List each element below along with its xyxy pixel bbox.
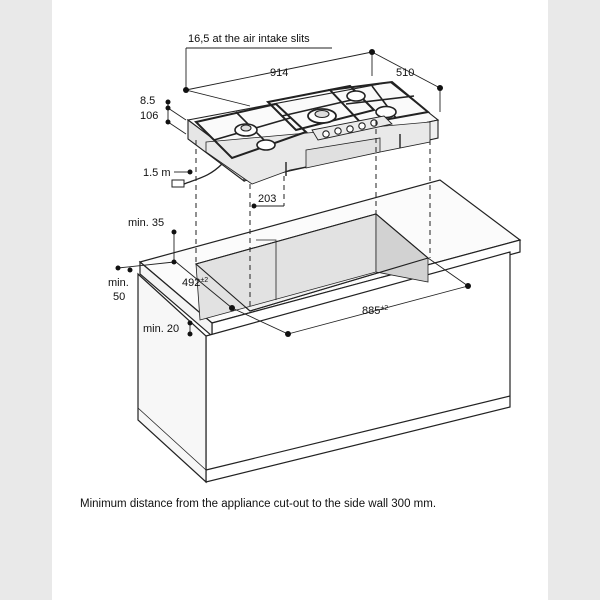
control-knob bbox=[334, 127, 342, 135]
gas-hob bbox=[186, 80, 440, 185]
control-knob bbox=[346, 125, 354, 133]
dim-min50-line bbox=[117, 261, 175, 269]
label-min-50-line1: min. bbox=[108, 277, 129, 289]
burner-front-left-cap bbox=[240, 124, 252, 132]
projection-lines bbox=[195, 120, 431, 310]
hob-under-box bbox=[305, 137, 381, 169]
label-thickness: 8.5 bbox=[140, 95, 155, 107]
grate-left bbox=[194, 102, 308, 160]
dimension-dots bbox=[115, 49, 471, 337]
cutout-inner-step bbox=[256, 239, 277, 300]
dim-cutout-depth-line bbox=[175, 261, 233, 309]
label-air-intake: 16,5 at the air intake slits bbox=[188, 33, 310, 45]
dim-cutout-width-line bbox=[287, 285, 469, 335]
dim-width-line bbox=[185, 51, 373, 91]
grate-bar bbox=[281, 97, 361, 117]
control-knob bbox=[322, 130, 330, 138]
grate-bar bbox=[345, 95, 415, 105]
label-min-35: min. 35 bbox=[128, 217, 164, 229]
label-min-50-line2: 50 bbox=[113, 291, 125, 303]
burner-front-right bbox=[375, 105, 397, 119]
burner-rear-right bbox=[346, 90, 366, 102]
grate-center bbox=[265, 84, 376, 132]
label-min-20: min. 20 bbox=[143, 323, 179, 335]
label-cutout-width: 885±2 bbox=[362, 305, 388, 317]
label-offset: 203 bbox=[258, 193, 276, 205]
plinth-side bbox=[137, 407, 207, 471]
burner-rear-left bbox=[256, 139, 276, 151]
label-width: 914 bbox=[270, 67, 288, 79]
power-cable bbox=[183, 163, 223, 185]
power-plug bbox=[171, 179, 185, 188]
cabinet bbox=[137, 179, 522, 484]
dim-air-intake-line bbox=[185, 48, 251, 107]
control-knob bbox=[358, 122, 366, 130]
burner-center-cap bbox=[314, 109, 330, 119]
label-cable-length: 1.5 m bbox=[143, 167, 171, 179]
label-cutout-depth: 492±2 bbox=[182, 277, 208, 289]
cabinet-side bbox=[137, 272, 207, 484]
plinth-line bbox=[205, 395, 511, 471]
grate-right bbox=[327, 80, 431, 126]
label-depth: 510 bbox=[396, 67, 414, 79]
dim-depth-line bbox=[371, 51, 441, 89]
caption: Minimum distance from the appliance cut-… bbox=[80, 498, 437, 510]
label-height: 106 bbox=[140, 110, 158, 122]
